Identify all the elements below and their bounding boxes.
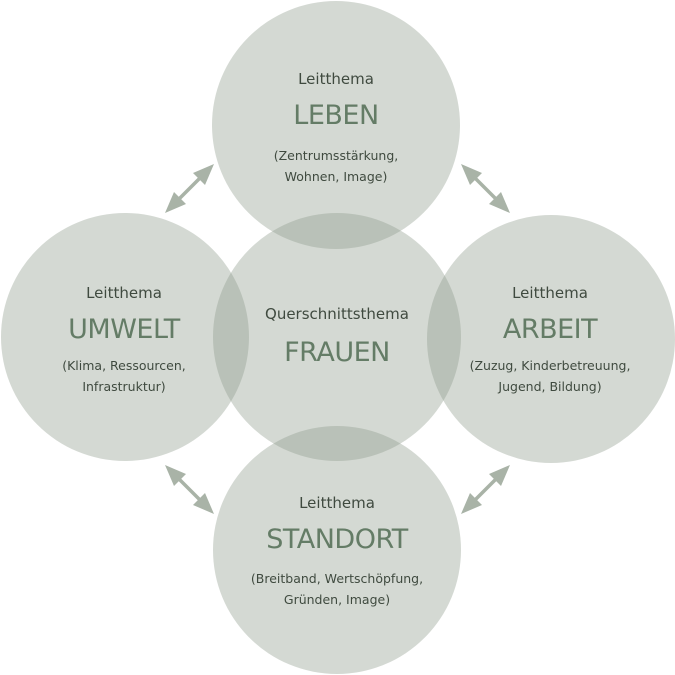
bottom-desc-line1: (Breitband, Wertschöpfung, <box>251 571 423 586</box>
right-title: ARBEIT <box>503 314 598 345</box>
right-desc-line2: Jugend, Bildung) <box>497 379 601 394</box>
circle-top-leben <box>212 1 460 249</box>
arrow-top-right <box>461 164 510 213</box>
center-title: FRAUEN <box>284 337 390 368</box>
top-kicker: Leitthema <box>298 70 374 88</box>
circle-bottom-standort <box>213 426 461 674</box>
left-desc-line2: Infrastruktur) <box>82 379 165 394</box>
top-desc-line2: Wohnen, Image) <box>285 169 388 184</box>
bottom-kicker: Leitthema <box>299 494 375 512</box>
top-title: LEBEN <box>293 100 378 131</box>
bottom-desc-line2: Gründen, Image) <box>284 592 390 607</box>
arrow-top-left <box>165 164 214 213</box>
circle-right-arbeit <box>427 215 675 463</box>
left-kicker: Leitthema <box>86 284 162 302</box>
center-kicker: Querschnittsthema <box>265 305 409 323</box>
circle-center-frauen <box>213 213 461 461</box>
arrow-bottom-right <box>461 465 510 514</box>
right-desc-line1: (Zuzug, Kinderbetreuung, <box>470 358 631 373</box>
left-title: UMWELT <box>68 314 181 345</box>
top-desc-line1: (Zentrumsstärkung, <box>274 148 399 163</box>
right-kicker: Leitthema <box>512 284 588 302</box>
circle-left-umwelt <box>1 213 249 461</box>
arrow-bottom-left <box>165 465 214 514</box>
bottom-title: STANDORT <box>266 524 409 555</box>
left-desc-line1: (Klima, Ressourcen, <box>62 358 186 373</box>
